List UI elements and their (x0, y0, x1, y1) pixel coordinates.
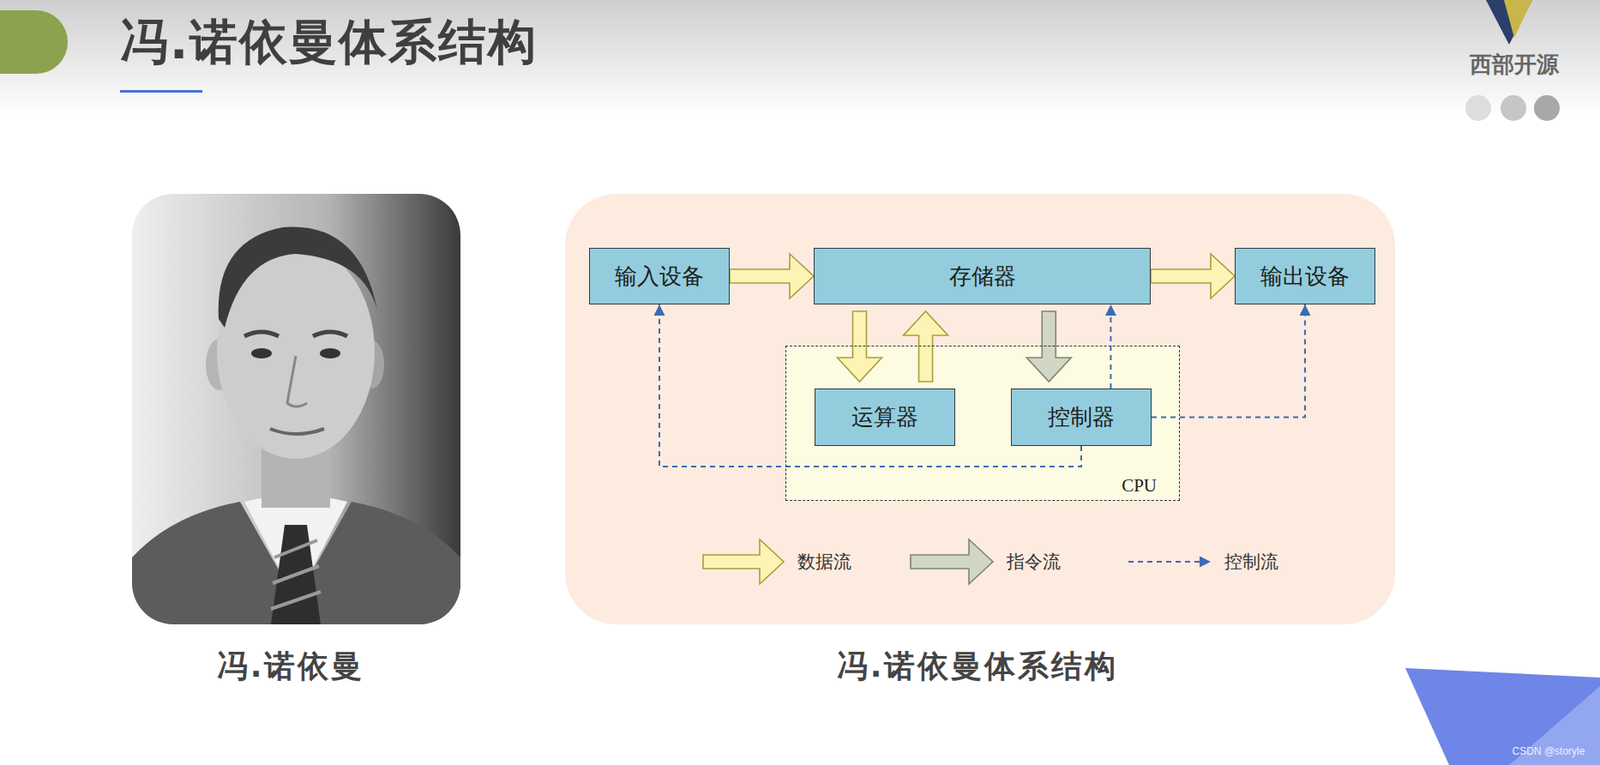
box-label: 输出设备 (1260, 261, 1350, 292)
legend-sample (701, 537, 786, 586)
data-flow-arrow (836, 311, 882, 382)
group-label: CPU (1121, 475, 1157, 497)
device-box: 输出设备 (1234, 247, 1376, 305)
data-flow-arrow (903, 311, 949, 382)
corner-decoration (1405, 667, 1600, 765)
logo-mark (1485, 0, 1533, 45)
unit-box: 控制器 (1010, 388, 1152, 446)
diagram-panel (565, 193, 1396, 625)
control-flow-line (1109, 304, 1112, 389)
legend-item: 数据流 (701, 544, 852, 579)
box-label: 运算器 (851, 402, 919, 433)
device-box: 输入设备 (589, 247, 730, 305)
data-flow-arrow (1150, 253, 1235, 299)
photo-caption: 冯.诺依曼 (216, 645, 366, 688)
title-underline (120, 90, 203, 93)
diagram-caption: 冯.诺依曼体系结构 (836, 645, 1119, 688)
legend-label: 控制流 (1224, 549, 1279, 574)
box-label: 输入设备 (614, 261, 704, 292)
slide-title: 冯.诺依曼体系结构 (120, 10, 538, 76)
unit-box: 运算器 (814, 388, 956, 446)
memory-box: 存储器 (813, 247, 1151, 305)
logo-text: 西部开源 (1469, 49, 1559, 80)
box-label: 控制器 (1047, 402, 1115, 433)
watermark: CSDN @storyle (1512, 745, 1586, 758)
header-mark (0, 10, 68, 74)
instruction-flow-arrow (1026, 311, 1071, 382)
page-dots (1465, 95, 1560, 121)
legend-sample (908, 537, 995, 586)
header-band (0, 0, 1600, 116)
box-label: 存储器 (949, 261, 1017, 292)
legend-item: 控制流 (1126, 544, 1279, 579)
legend-label: 指令流 (1006, 549, 1061, 574)
legend-item: 指令流 (908, 544, 1061, 579)
legend-label: 数据流 (797, 549, 852, 574)
control-flow-line-sample (1128, 560, 1211, 563)
cpu-region-fill (785, 345, 1180, 501)
portrait-photo (132, 193, 461, 625)
instruction-flow-arrow-sample (910, 539, 993, 584)
legend-sample (1126, 537, 1213, 586)
cpu-group: CPU 运算器 控制器 (785, 345, 1180, 501)
control-flow-line (1151, 304, 1306, 418)
data-flow-arrow-sample (703, 539, 784, 584)
data-flow-arrow (729, 253, 814, 299)
